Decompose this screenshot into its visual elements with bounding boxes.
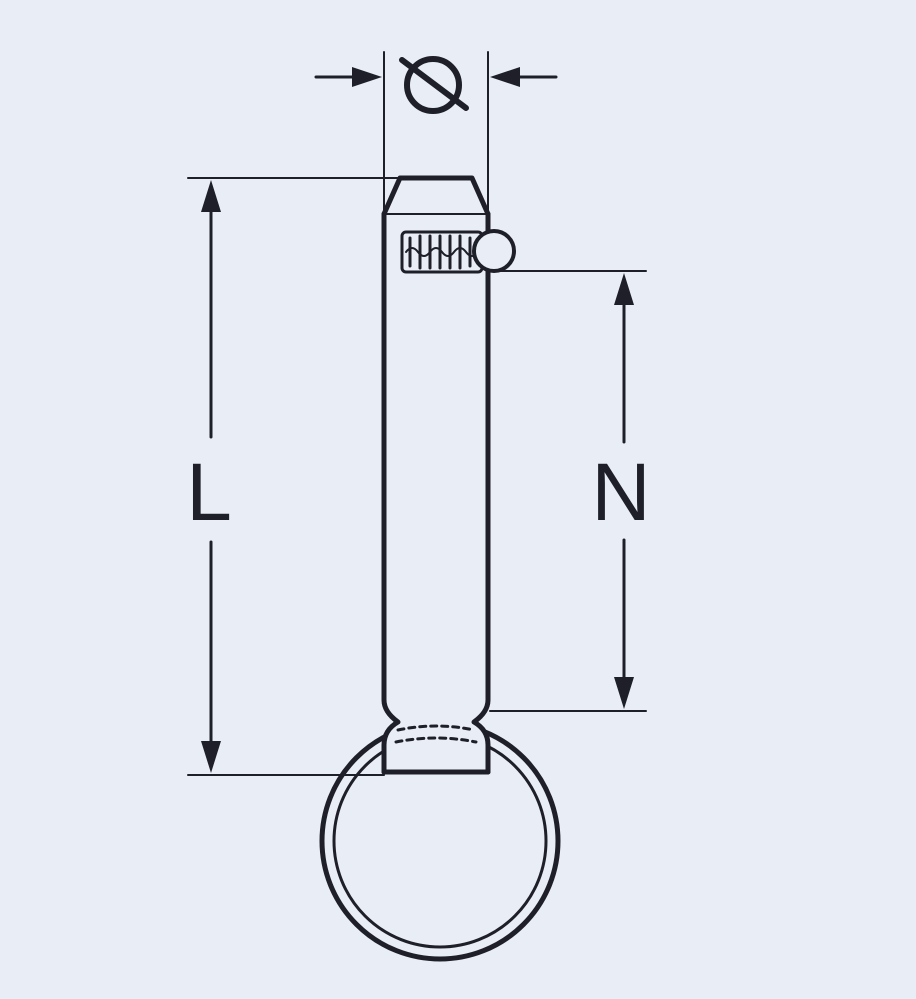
usable-length-label: N	[591, 447, 650, 538]
length-label: L	[186, 447, 232, 538]
usable-length-dimension	[489, 270, 647, 712]
spring-icon	[400, 229, 516, 274]
diameter-dimension	[314, 51, 558, 215]
length-dimension	[187, 177, 401, 776]
diameter-symbol-icon	[399, 56, 469, 114]
pin-body	[381, 175, 491, 775]
